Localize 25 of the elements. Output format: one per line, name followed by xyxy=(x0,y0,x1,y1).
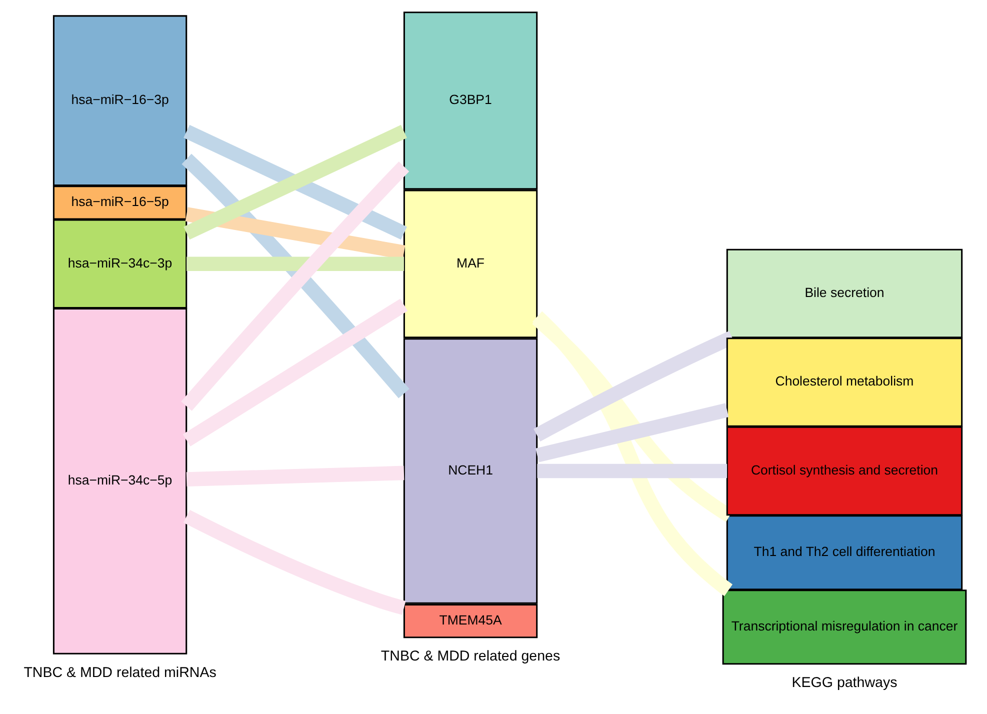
connector xyxy=(182,510,406,615)
node-box: Transcriptional misregulation in cancer xyxy=(722,590,966,665)
connector xyxy=(183,124,406,240)
connector xyxy=(532,311,732,596)
connector xyxy=(533,330,734,442)
node-box: hsa−miR−34c−3p xyxy=(52,219,187,309)
node-box: NCEH1 xyxy=(402,338,538,604)
connector xyxy=(184,207,405,260)
connector xyxy=(186,256,404,272)
node-box: hsa−miR−16−3p xyxy=(52,15,187,186)
connector xyxy=(186,466,404,486)
node-box: hsa−miR−34c−5p xyxy=(52,308,187,654)
node-box: Bile secretion xyxy=(726,248,962,338)
node-box: Th1 and Th2 cell differentiation xyxy=(726,515,962,590)
node-box: Cholesterol metabolism xyxy=(726,338,962,427)
node-box: TMEM45A xyxy=(402,604,538,638)
connector xyxy=(535,403,728,462)
node-box: MAF xyxy=(402,190,538,338)
label: TNBC & MDD related genes xyxy=(380,648,560,665)
label: KEGG pathways xyxy=(791,675,897,692)
connector xyxy=(536,464,727,478)
label: TNBC & MDD related miRNAs xyxy=(23,664,216,681)
node-box: Cortisol synthesis and secretion xyxy=(726,426,962,516)
node-box: G3BP1 xyxy=(402,12,538,190)
node-box: hsa−miR−16−5p xyxy=(52,186,187,220)
